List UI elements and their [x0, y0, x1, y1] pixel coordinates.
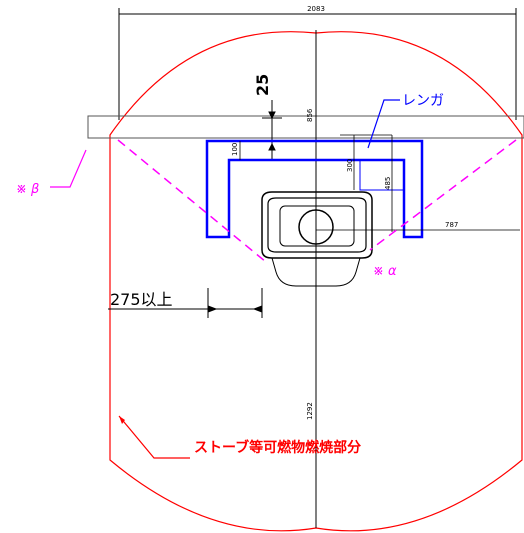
dimension-856: 856: [306, 108, 314, 122]
brick-leader: [367, 99, 400, 149]
dimension-1292: 1292: [306, 402, 314, 420]
beta-label: ※ β: [16, 182, 39, 197]
stove-body: [261, 191, 373, 287]
dimension-25: 25: [253, 74, 272, 96]
inner-dimensions: [239, 134, 393, 232]
alpha-label: ※ α: [373, 264, 397, 279]
combustible-leader: [118, 415, 190, 459]
combustible-area-label: ストーブ等可燃物燃焼部分: [194, 439, 361, 456]
combustible-boundary: [109, 31, 523, 532]
dimension-275: 275以上: [110, 290, 173, 309]
brick-inner-line: [359, 160, 404, 191]
dimension-787: 787: [445, 221, 458, 229]
angle-lines: [117, 139, 517, 263]
dimension-300: 300: [346, 159, 354, 172]
brick-label: レンガ: [402, 93, 444, 109]
top-dimension: [118, 8, 517, 120]
dimension-485: 485: [384, 177, 392, 190]
stove-flue: [298, 209, 334, 245]
wall-band: [87, 115, 524, 139]
clearance-25-marker: [262, 100, 282, 160]
beta-leader: [50, 149, 87, 188]
brick-outline: [205, 139, 424, 239]
side-clearance-dimension: [108, 288, 263, 318]
combustible-leader-arrow: [119, 416, 125, 424]
dimension-100: 100: [231, 143, 239, 156]
dimension-2083: 2083: [307, 5, 325, 13]
